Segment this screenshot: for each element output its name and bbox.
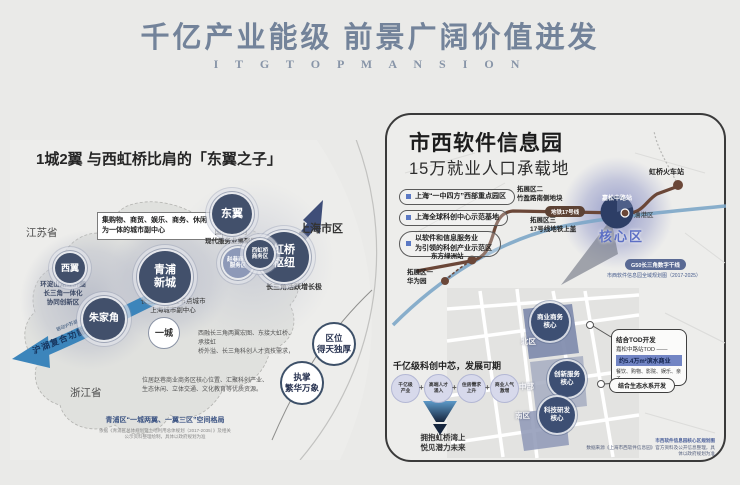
square-bullet-icon [406, 194, 411, 200]
badge-prosperity: 执掌 繁华万象 [280, 361, 324, 405]
bubble-qingpu-newtown: 青浦 新城 [139, 251, 191, 303]
note-hongqiao: 长三角活跃增长极 [266, 284, 322, 291]
pill-innovation-base: 上海全球科创中心示范基地 [399, 210, 508, 226]
desc-block-1: 西融长三角两翼宏图、东接大虹桥、承接虹 桥外溢、长三角科创人才资技需求， [198, 331, 295, 355]
shadow-wedge [560, 218, 618, 285]
pill-key-park-label: 上海“一中四方”西部重点园区 [415, 193, 506, 200]
label-shanghai: 上海市区 [299, 223, 343, 235]
hu-hu-axis-arrowhead [12, 336, 50, 368]
station-dot-jiasong [619, 207, 630, 218]
eco-pill: 结合生态水系开发 [609, 378, 676, 393]
plus-sign: + [485, 383, 490, 392]
callout-city-subcenter: 集购物、商贸、娱乐、商务、休闲 为一体的城市副中心 [97, 212, 223, 240]
station-dot-hongqiao [672, 179, 683, 190]
core-innovation-circle: 创新服务 核心 [549, 361, 585, 397]
tod-line-1: 结合TOD开发 [616, 337, 656, 344]
left-map-caption-note: 依据《青浦区总体规划暨土地利用总体规划（2017-2035）》及相关 公示资料整… [99, 428, 231, 440]
badge-location: 区位 得天独厚 [312, 322, 356, 366]
label-expansion-2: 拓展区二 竹盈路南侧地块 [517, 186, 563, 202]
right-panel-subtitle: 15万就业人口承载地 [409, 160, 570, 178]
growth-chip-housing: 住房需求 上升 [457, 374, 486, 403]
pill-innovation-base-label: 上海全球科创中心示范基地 [415, 214, 499, 221]
street-texture [404, 152, 725, 433]
growth-chip-industry: 千亿级 产业 [391, 374, 420, 403]
core-business-circle: 商业商务 核心 [531, 303, 569, 341]
pill-key-park: 上海“一中四方”西部重点园区 [399, 189, 515, 205]
metro-line-label: 地铁17号线 [545, 206, 586, 217]
tod-highlight: 约5.4万m²滨水商业 [616, 355, 682, 366]
g50-label: G50长三角数字干线 [625, 259, 686, 270]
label-core-area: 核心区 [599, 229, 645, 244]
rail-dashed [652, 130, 679, 185]
growth-heading: 千亿级科创中芯，发展可期 [393, 361, 502, 371]
label-expansion-1: 拓展区一 华为园 [407, 269, 433, 285]
station-dot-huawei [440, 276, 449, 285]
shanghai-arrowhead [303, 200, 323, 234]
bubble-hongqiao-hub: 虹桥 枢纽 [259, 232, 309, 282]
zone-north-label: 北区 [521, 337, 536, 346]
square-bullet-icon [406, 241, 411, 247]
growth-chip-popularity: 商业人气 激增 [490, 374, 519, 403]
page-title: 千亿产业能级 前景广阔价值迸发 [140, 22, 600, 54]
bubble-east-wing: 东翼 [212, 194, 252, 234]
growth-chip-talent: 高端人才 涌入 [424, 374, 453, 403]
plus-sign: + [452, 383, 457, 392]
growth-outro: 拥抱虹桥湾上 悦见潜力未来 [420, 433, 466, 453]
label-jiasong-station: 嘉松中路站 [601, 196, 632, 202]
note-xiyi: 环淀山湖经济圈 长三角一体化 协同创新区 [40, 281, 86, 306]
label-dongfang-station: 东方绿洲站 [431, 253, 464, 260]
tod-callout-box: 结合TOD开发 嘉松中路站TOD —— 约5.4万m²滨水商业 餐饮、购物、影院… [611, 329, 687, 386]
connector-dot-1 [585, 320, 594, 329]
zone-south-label: 南区 [515, 411, 530, 420]
left-panel-title: 1城2翼 与西虹桥比肩的「东翼之子」 [36, 151, 282, 168]
zone-mid-label: 中部 [519, 382, 534, 391]
connector-line-1 [592, 325, 611, 337]
label-zhejiang: 浙江省 [70, 387, 102, 399]
label-hongqiao-station: 虹桥火车站 [649, 169, 684, 176]
desc-block-2: 位居赵巷商业商务区核心位置、汇聚科创产业、 生态休闲、立体交通、文化教育等优质资… [142, 378, 269, 393]
bubble-west-wing: 西翼 [55, 253, 85, 283]
left-map-caption: 青浦区“一城两翼、一翼三区”空间格局 [105, 417, 225, 424]
bubble-xihongqiao: 西虹桥 商务区 [246, 240, 274, 268]
tod-line-2: 嘉松中路站TOD —— [616, 347, 668, 353]
right-panel-title: 市西软件信息园 [409, 132, 563, 155]
core-tech-circle: 科技研发 核心 [539, 397, 575, 433]
fineprint-line-1: 市西软件信息园核心区规划图 [655, 438, 715, 443]
jiasong-circle-segment [616, 195, 632, 212]
right-map-caption: 市西软件信息园全域规划图（2017-2025） [607, 273, 701, 279]
square-bullet-icon [406, 215, 411, 221]
fineprint-line-2: 数据来源《上海市西软件信息园》官方资料及公开信息整理，具体以政府规划为准 [586, 445, 715, 457]
big-arc-line [299, 140, 378, 460]
station-dot-dongfang [467, 255, 476, 264]
label-jiangsu: 江苏省 [26, 227, 58, 239]
label-district: 漕港区 [634, 212, 654, 219]
plus-sign: + [419, 383, 424, 392]
river-line [391, 203, 726, 326]
pill-software-zone: 以软件和信息服务业 为引领的科创产业示范区 [399, 231, 501, 257]
bubble-zhujiajiao: 朱家角 [83, 298, 125, 340]
funnel-shape [422, 400, 457, 422]
funnel-tip [432, 423, 447, 435]
label-expansion-3: 拓展区三 17号线地铁上盖 [530, 217, 577, 233]
bubble-one-city: 一城 [148, 317, 180, 349]
connector-dot-2 [596, 379, 605, 388]
pill-software-zone-label: 以软件和信息服务业 为引领的科创产业示范区 [415, 235, 492, 252]
right-panel: 市西软件信息园 15万就业人口承载地 上海“一中四方”西部重点园区 上海全球科创… [385, 113, 726, 462]
page-subtitle: I T G T O P M A N S I O N [213, 57, 527, 71]
